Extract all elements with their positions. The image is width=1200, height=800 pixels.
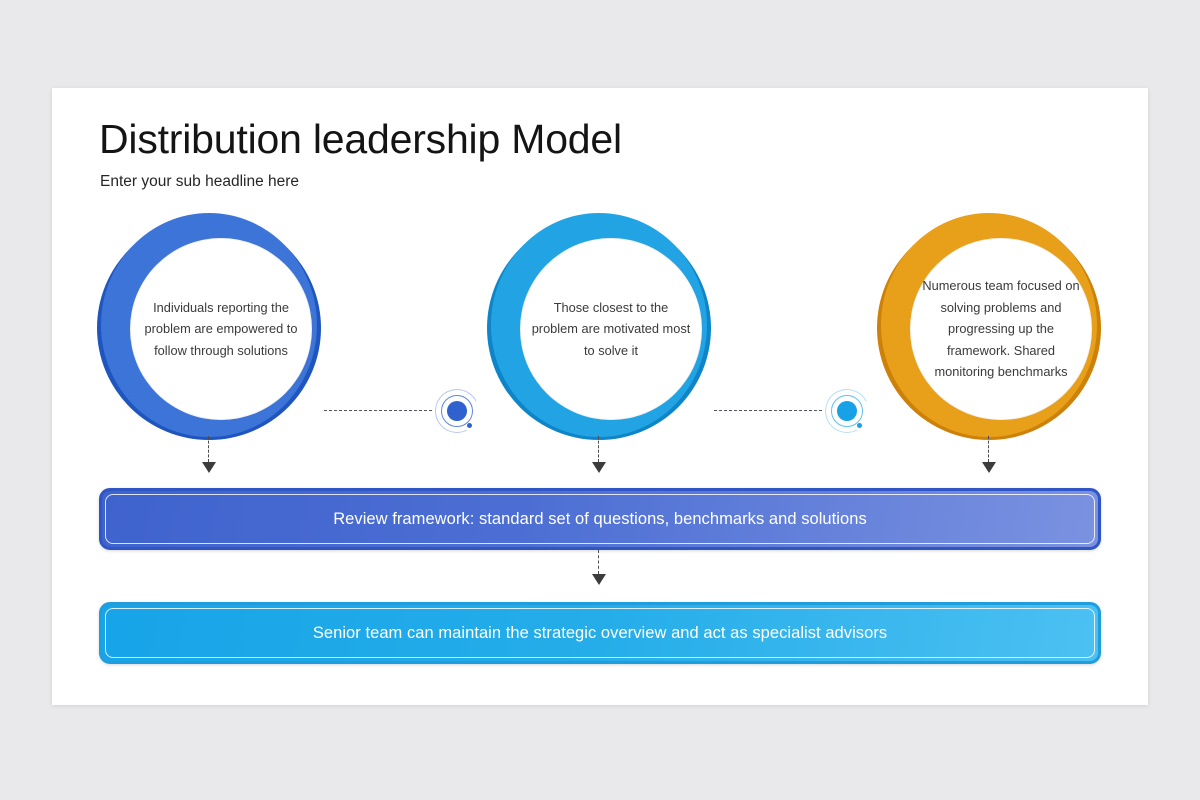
- page-subtitle: Enter your sub headline here: [100, 173, 300, 190]
- orbit-ring-icon-1: [441, 395, 473, 427]
- senior-team-label: Senior team can maintain the strategic o…: [312, 623, 888, 642]
- ring-node-3[interactable]: Numerous team focused on solving problem…: [877, 213, 1101, 440]
- arrow-head: [592, 462, 606, 473]
- ring-label-2: Those closest to the problem are motivat…: [531, 299, 691, 358]
- arrow-stem: [208, 436, 209, 462]
- ring-label-3: Numerous team focused on solving problem…: [922, 278, 1080, 380]
- arrow-stem: [988, 436, 989, 462]
- orbital-connector-node-1[interactable]: [429, 383, 485, 439]
- orbit-satellite-icon-2: [857, 423, 862, 428]
- orbital-connector-node-2[interactable]: [819, 383, 875, 439]
- senior-team-bar[interactable]: Senior team can maintain the strategic o…: [99, 602, 1101, 664]
- dashed-connector-line-1: [324, 410, 432, 411]
- arrow-head: [202, 462, 216, 473]
- orbit-ring-icon-2: [831, 395, 863, 427]
- arrow-stem: [598, 550, 599, 574]
- ring-inner-disc-1: [130, 238, 312, 420]
- ring-text-container-3: Numerous team focused on solving problem…: [910, 238, 1092, 420]
- ring-text-container-2: Those closest to the problem are motivat…: [520, 238, 702, 420]
- dashed-connector-line-2: [714, 410, 822, 411]
- arrow-head: [592, 574, 606, 585]
- review-framework-bar[interactable]: Review framework: standard set of questi…: [99, 488, 1101, 550]
- slide-card: Distribution leadership Model Enter your…: [52, 88, 1148, 705]
- ring-inner-disc-2: [520, 238, 702, 420]
- page-title: Distribution leadership Model: [99, 116, 622, 162]
- arrow-head: [982, 462, 996, 473]
- ring-node-1[interactable]: Individuals reporting the problem are em…: [97, 213, 321, 440]
- arrow-stem: [598, 436, 599, 462]
- orbit-core-icon-2: [837, 401, 857, 421]
- ring-node-2[interactable]: Those closest to the problem are motivat…: [487, 213, 711, 440]
- ring-inner-disc-3: [910, 238, 1092, 420]
- review-framework-label: Review framework: standard set of questi…: [333, 509, 867, 528]
- orbit-core-icon-1: [447, 401, 467, 421]
- ring-text-container-1: Individuals reporting the problem are em…: [130, 238, 312, 420]
- orbit-satellite-icon-1: [467, 423, 472, 428]
- ring-label-1: Individuals reporting the problem are em…: [144, 299, 298, 358]
